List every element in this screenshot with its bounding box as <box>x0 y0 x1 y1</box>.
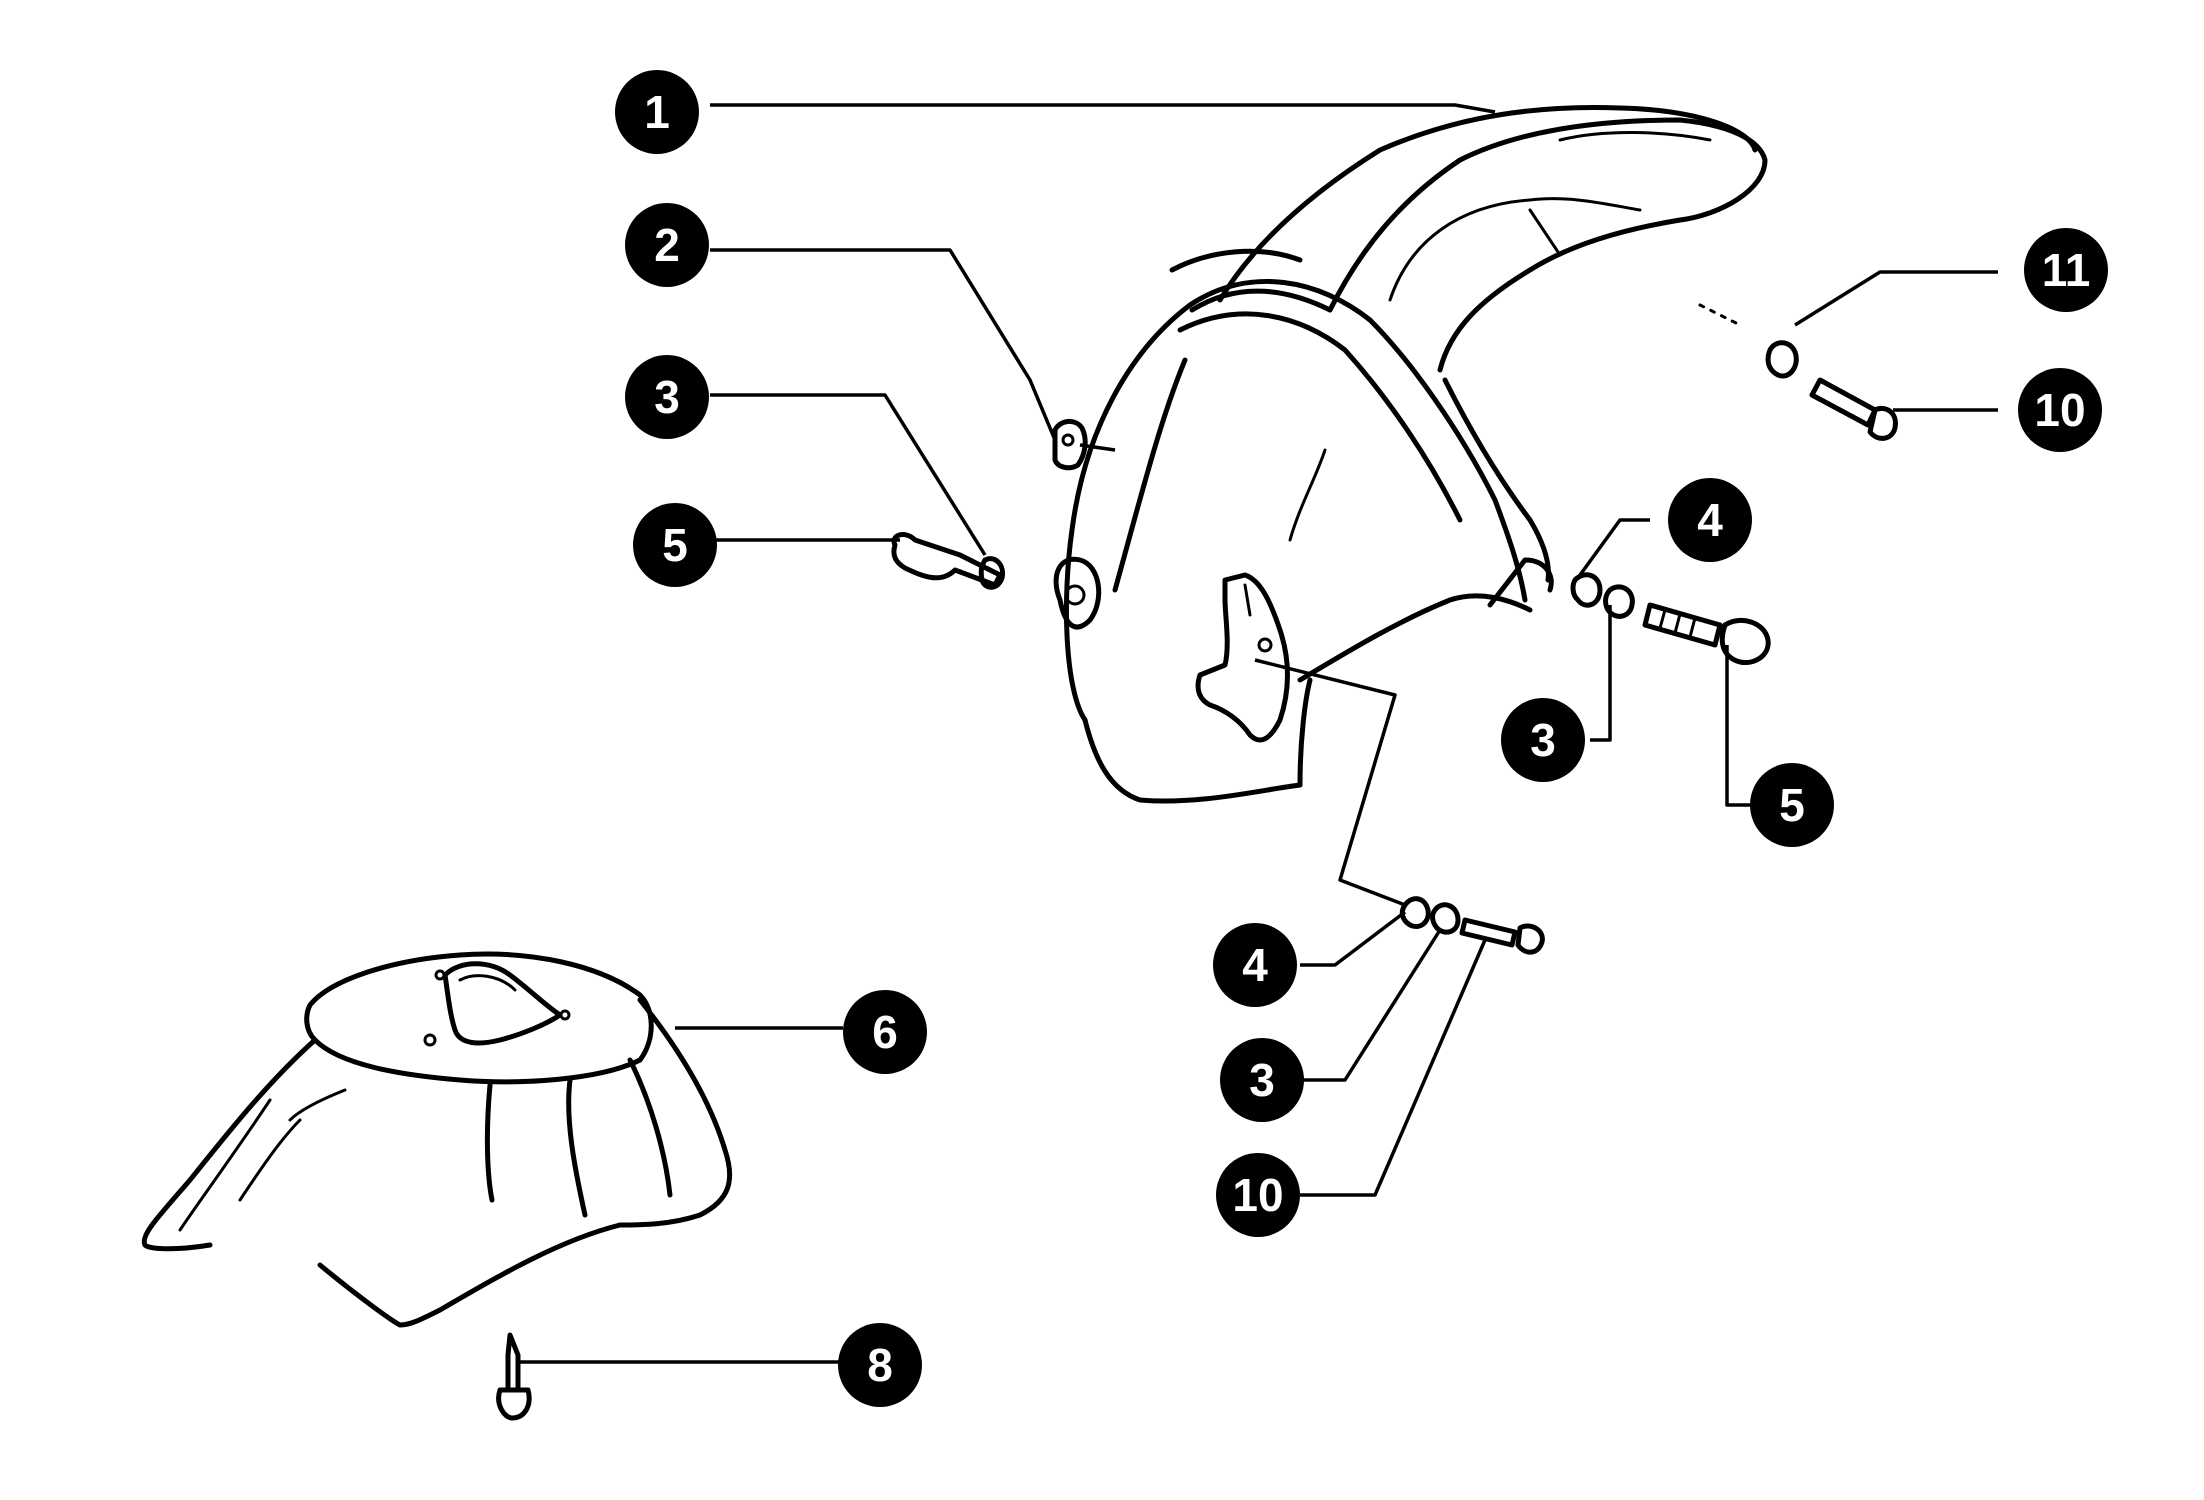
svg-text:1: 1 <box>644 86 670 138</box>
screw-5-left-part <box>891 532 1006 590</box>
nut-11-part <box>1698 303 1799 379</box>
svg-text:3: 3 <box>1249 1054 1275 1106</box>
callout-4: 4 <box>1213 923 1297 1007</box>
svg-text:8: 8 <box>867 1339 893 1391</box>
svg-text:3: 3 <box>654 371 680 423</box>
svg-text:6: 6 <box>872 1006 898 1058</box>
callout-4: 4 <box>1668 478 1752 562</box>
washer-4-mid-part <box>1399 896 1431 929</box>
washer-3-mid-part <box>1430 902 1461 935</box>
callout-3: 3 <box>1220 1038 1304 1122</box>
front-fender-part <box>1053 105 1768 804</box>
washer-3-right-part <box>1603 584 1635 619</box>
clip-2-part <box>1052 419 1088 471</box>
screw-8-part <box>496 1332 532 1421</box>
rear-mudguard-part <box>141 951 733 1328</box>
svg-text:4: 4 <box>1242 939 1268 991</box>
callout-3: 3 <box>1501 698 1585 782</box>
svg-text:10: 10 <box>1232 1169 1283 1221</box>
bolt-10-top-part <box>1809 377 1898 441</box>
callout-5: 5 <box>1750 763 1834 847</box>
svg-text:11: 11 <box>2042 244 2091 296</box>
callout-1: 1 <box>615 70 699 154</box>
callout-10: 10 <box>1216 1153 1300 1237</box>
svg-text:3: 3 <box>1530 714 1556 766</box>
washer-4-right-part <box>1570 572 1603 608</box>
svg-text:10: 10 <box>2034 384 2085 436</box>
svg-text:2: 2 <box>654 219 680 271</box>
svg-text:5: 5 <box>1779 779 1805 831</box>
callout-2: 2 <box>625 203 709 287</box>
callout-5: 5 <box>633 503 717 587</box>
callout-6: 6 <box>843 990 927 1074</box>
callout-3: 3 <box>625 355 709 439</box>
svg-text:4: 4 <box>1697 494 1723 546</box>
callout-10: 10 <box>2018 368 2102 452</box>
svg-text:5: 5 <box>662 519 688 571</box>
callout-11: 11 <box>2024 228 2108 312</box>
callout-8: 8 <box>838 1323 922 1407</box>
leader-lines <box>520 103 1998 1364</box>
bolt-10-mid-part <box>1459 917 1545 955</box>
bolt-5-right-part <box>1642 602 1771 666</box>
